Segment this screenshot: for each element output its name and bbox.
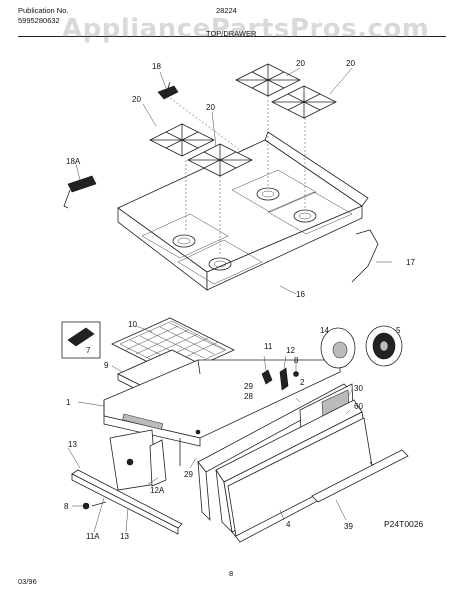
header-rule xyxy=(18,36,446,37)
callout-12a: 12A xyxy=(150,486,165,495)
publication-number: 5995280632 xyxy=(18,16,60,25)
callout-16: 16 xyxy=(296,290,305,299)
callout-4: 4 xyxy=(286,520,291,529)
callout-5: 5 xyxy=(396,326,401,335)
callout-18: 18 xyxy=(152,62,161,71)
watermark: AppliancePartsPros.com xyxy=(62,14,430,44)
callout-20-c: 20 xyxy=(296,59,305,68)
bracket-18 xyxy=(157,81,179,100)
callout-20-a: 20 xyxy=(132,95,141,104)
callout-30: 30 xyxy=(354,384,363,393)
callout-1: 1 xyxy=(66,398,71,407)
bracket-12a xyxy=(149,439,167,487)
callout-28: 28 xyxy=(244,392,253,401)
page-number: 8 xyxy=(229,569,234,578)
callout-14: 14 xyxy=(320,326,329,335)
callout-29-top: 29 xyxy=(244,382,253,391)
footer-date: 03/96 xyxy=(18,577,37,586)
accessory-7-box xyxy=(61,321,101,359)
grate-front-right xyxy=(271,85,337,119)
callout-20-b: 20 xyxy=(206,103,215,112)
callout-18a: 18A xyxy=(66,157,81,166)
callout-10: 10 xyxy=(128,320,137,329)
callout-60: 60 xyxy=(354,402,363,411)
callout-9: 9 xyxy=(104,361,109,370)
grate-front-left xyxy=(149,123,215,157)
callout-17: 17 xyxy=(406,258,415,267)
callout-8-bottom: 8 xyxy=(64,502,69,511)
cooktop-drawing xyxy=(117,96,369,291)
model-number: 28224 xyxy=(216,6,237,15)
callout-11: 11 xyxy=(264,342,273,351)
publication-label: Publication No. xyxy=(18,6,69,15)
section-title: TOP/DRAWER xyxy=(206,29,257,38)
dial-5 xyxy=(365,325,403,367)
grate-rear-right xyxy=(235,63,301,97)
callout-20-d: 20 xyxy=(346,59,355,68)
callout-2: 2 xyxy=(300,378,305,387)
grate-rear-left xyxy=(187,143,253,177)
bracket-18a xyxy=(63,175,97,209)
callout-39: 39 xyxy=(344,522,353,531)
callout-13-bottom: 13 xyxy=(120,532,129,541)
hardware-11-12-8 xyxy=(179,355,299,466)
knob-14 xyxy=(320,327,356,369)
trim-39 xyxy=(311,449,409,503)
callout-13-top: 13 xyxy=(68,440,77,449)
leader-lines xyxy=(67,67,392,533)
callout-29-bottom: 29 xyxy=(184,470,193,479)
callout-12: 12 xyxy=(286,346,295,355)
callout-7: 7 xyxy=(86,346,91,355)
figure-code: P24T0026 xyxy=(384,519,424,529)
drawer-rail-13 xyxy=(71,429,183,535)
callout-8-top: 8 xyxy=(294,356,299,365)
callout-11a: 11A xyxy=(86,532,100,541)
rod-17 xyxy=(351,229,379,283)
